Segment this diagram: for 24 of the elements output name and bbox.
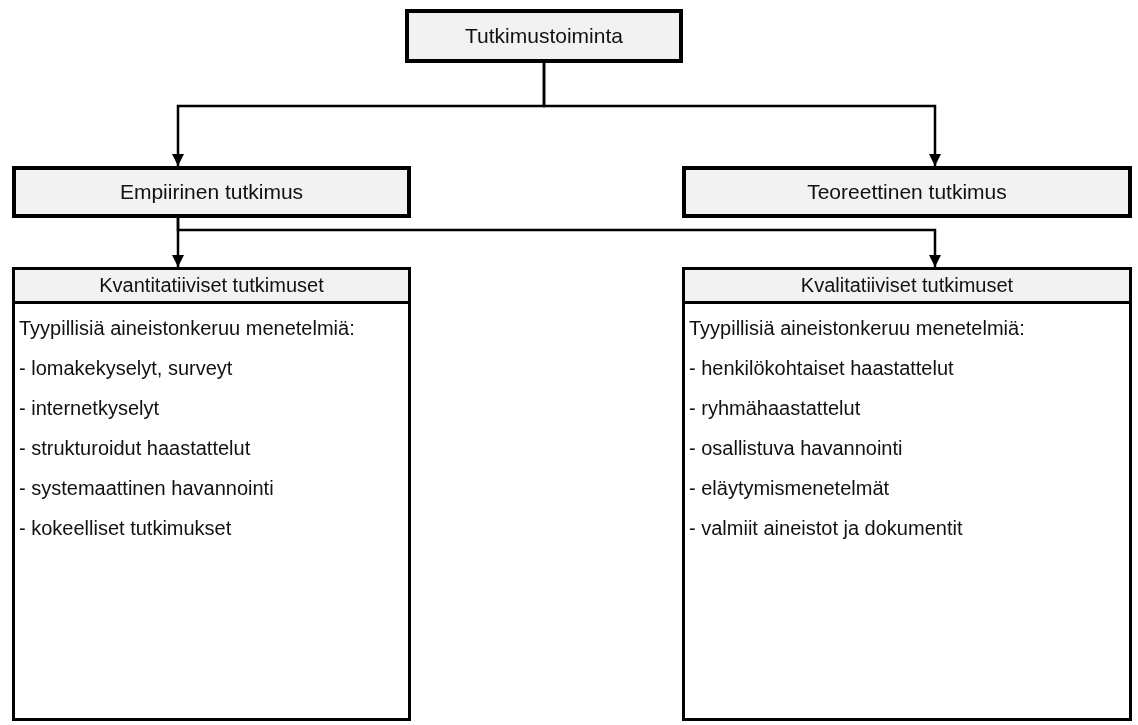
list-item: - kokeelliset tutkimukset: [19, 516, 233, 541]
process-box: [682, 166, 1132, 218]
box-label: Teoreettinen tutkimus: [807, 180, 1007, 204]
panel-heading: Kvalitatiiviset tutkimuset: [685, 270, 1129, 304]
category-panel: [682, 267, 1132, 721]
list-item: - osallistuva havannointi: [689, 436, 904, 461]
list-item: - strukturoidut haastattelut: [19, 436, 252, 461]
intro-text: Tyypillisiä aineistonkeruu menetelmiä:: [19, 316, 356, 341]
category-panel: [12, 267, 411, 721]
list-item: - eläytymismenetelmät: [689, 476, 891, 501]
list-item: - henkilökohtaiset haastattelut: [689, 356, 955, 381]
arrow: [176, 218, 942, 267]
intro-text: Tyypillisiä aineistonkeruu menetelmiä:: [689, 316, 1026, 341]
list-item: - ryhmähaastattelut: [689, 396, 862, 421]
arrow: [542, 63, 942, 166]
box-label: Tutkimustoiminta: [465, 24, 623, 48]
list-item: - lomakekyselyt, surveyt: [19, 356, 234, 381]
list-item: - internetkyselyt: [19, 396, 161, 421]
box-label: Empiirinen tutkimus: [119, 180, 304, 204]
list-item: - systemaattinen havannointi: [19, 476, 275, 501]
list-item: - valmiit aineistot ja dokumentit: [689, 516, 964, 541]
panel-heading: Kvantitatiiviset tutkimuset: [15, 270, 408, 304]
process-box: [12, 166, 411, 218]
process-box: [405, 9, 683, 63]
